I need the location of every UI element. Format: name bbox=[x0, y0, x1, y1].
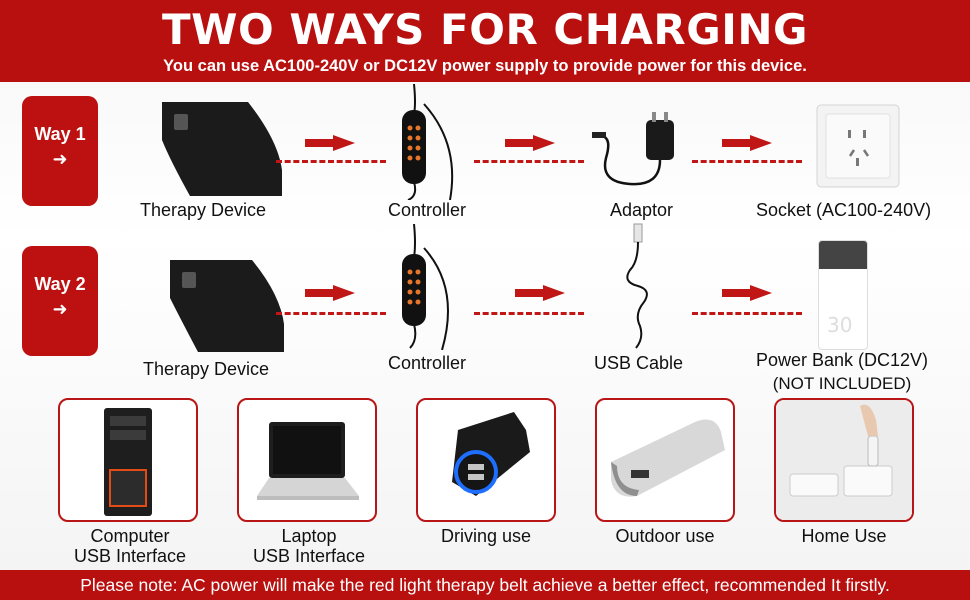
use-card-driving bbox=[416, 398, 556, 522]
socket-icon bbox=[816, 104, 900, 188]
arrow-shaft bbox=[505, 139, 535, 147]
way-1-item-controller: Controller bbox=[388, 200, 467, 220]
use-caption-outdoor: Outdoor use bbox=[595, 526, 735, 546]
therapy-device-icon bbox=[162, 102, 282, 196]
use-caption-laptop: Laptop USB Interface bbox=[237, 526, 381, 566]
wall-outlet-plug-icon bbox=[776, 400, 912, 520]
way-2-item-therapy-device: Therapy Device bbox=[143, 359, 270, 379]
arrow-shaft bbox=[722, 139, 752, 147]
dashed-line bbox=[692, 160, 802, 163]
dashed-line bbox=[276, 160, 386, 163]
header-banner: TWO WAYS FOR CHARGING You can use AC100-… bbox=[0, 0, 970, 82]
use-caption-line: Outdoor use bbox=[615, 526, 715, 546]
portable-battery-icon bbox=[611, 419, 725, 497]
adaptor-icon bbox=[592, 112, 674, 186]
way-2-item-usb-cable: USB Cable bbox=[594, 353, 684, 373]
way-2-label: Way 2 bbox=[34, 274, 86, 294]
computer-tower-icon bbox=[104, 408, 152, 516]
use-caption-line: USB Interface bbox=[252, 546, 366, 566]
power-bank-icon: 30 bbox=[818, 240, 868, 350]
arrow-shaft bbox=[722, 289, 752, 297]
way-2-badge: Way 2 ➜ bbox=[22, 246, 98, 356]
arrow-shaft bbox=[305, 139, 335, 147]
footer-note: Please note: AC power will make the red … bbox=[0, 570, 970, 600]
therapy-device-icon bbox=[170, 260, 284, 352]
right-arrow-icon: ➜ bbox=[52, 149, 68, 169]
way-1-badge: Way 1 ➜ bbox=[22, 96, 98, 206]
not-included-note: (NOT INCLUDED) bbox=[772, 374, 912, 393]
use-caption-line: Home Use bbox=[801, 526, 887, 546]
use-caption-line: Computer bbox=[90, 526, 170, 546]
way-1-item-adaptor: Adaptor bbox=[610, 200, 674, 220]
use-caption-computer: Computer USB Interface bbox=[58, 526, 202, 566]
way-2-item-controller: Controller bbox=[388, 353, 467, 373]
arrow-shaft bbox=[515, 289, 545, 297]
red-arrow-icon bbox=[543, 285, 565, 301]
red-arrow-icon bbox=[750, 135, 772, 151]
red-arrow-icon bbox=[333, 285, 355, 301]
power-bank-top bbox=[819, 241, 867, 269]
use-card-outdoor bbox=[595, 398, 735, 522]
right-arrow-icon: ➜ bbox=[52, 299, 68, 319]
way-1-label: Way 1 bbox=[34, 124, 86, 144]
arrow-shaft bbox=[305, 289, 335, 297]
way-2-item-power-bank: Power Bank (DC12V) bbox=[755, 350, 929, 370]
page-subtitle: You can use AC100-240V or DC12V power su… bbox=[163, 57, 807, 75]
controller-icon bbox=[402, 224, 449, 350]
dashed-line bbox=[276, 312, 386, 315]
dashed-line bbox=[474, 160, 584, 163]
page-title: TWO WAYS FOR CHARGING bbox=[162, 5, 808, 54]
usb-cable-icon bbox=[626, 223, 648, 349]
dashed-line bbox=[474, 312, 584, 315]
red-arrow-icon bbox=[533, 135, 555, 151]
use-card-computer bbox=[58, 398, 198, 522]
red-arrow-icon bbox=[333, 135, 355, 151]
use-caption-line: USB Interface bbox=[73, 546, 187, 566]
use-caption-driving: Driving use bbox=[416, 526, 556, 546]
way-1-item-socket: Socket (AC100-240V) bbox=[756, 200, 932, 220]
use-caption-line: Laptop bbox=[281, 526, 337, 546]
dashed-line bbox=[692, 312, 802, 315]
laptop-icon bbox=[257, 422, 359, 500]
controller-icon bbox=[402, 84, 454, 200]
use-card-laptop bbox=[237, 398, 377, 522]
power-bank-label: 30 bbox=[827, 313, 853, 337]
red-arrow-icon bbox=[750, 285, 772, 301]
use-card-home bbox=[774, 398, 914, 522]
use-caption-line: Driving use bbox=[440, 526, 532, 546]
way-1-item-therapy-device: Therapy Device bbox=[140, 200, 267, 220]
use-caption-home: Home Use bbox=[774, 526, 914, 546]
car-charger-icon bbox=[452, 412, 530, 496]
